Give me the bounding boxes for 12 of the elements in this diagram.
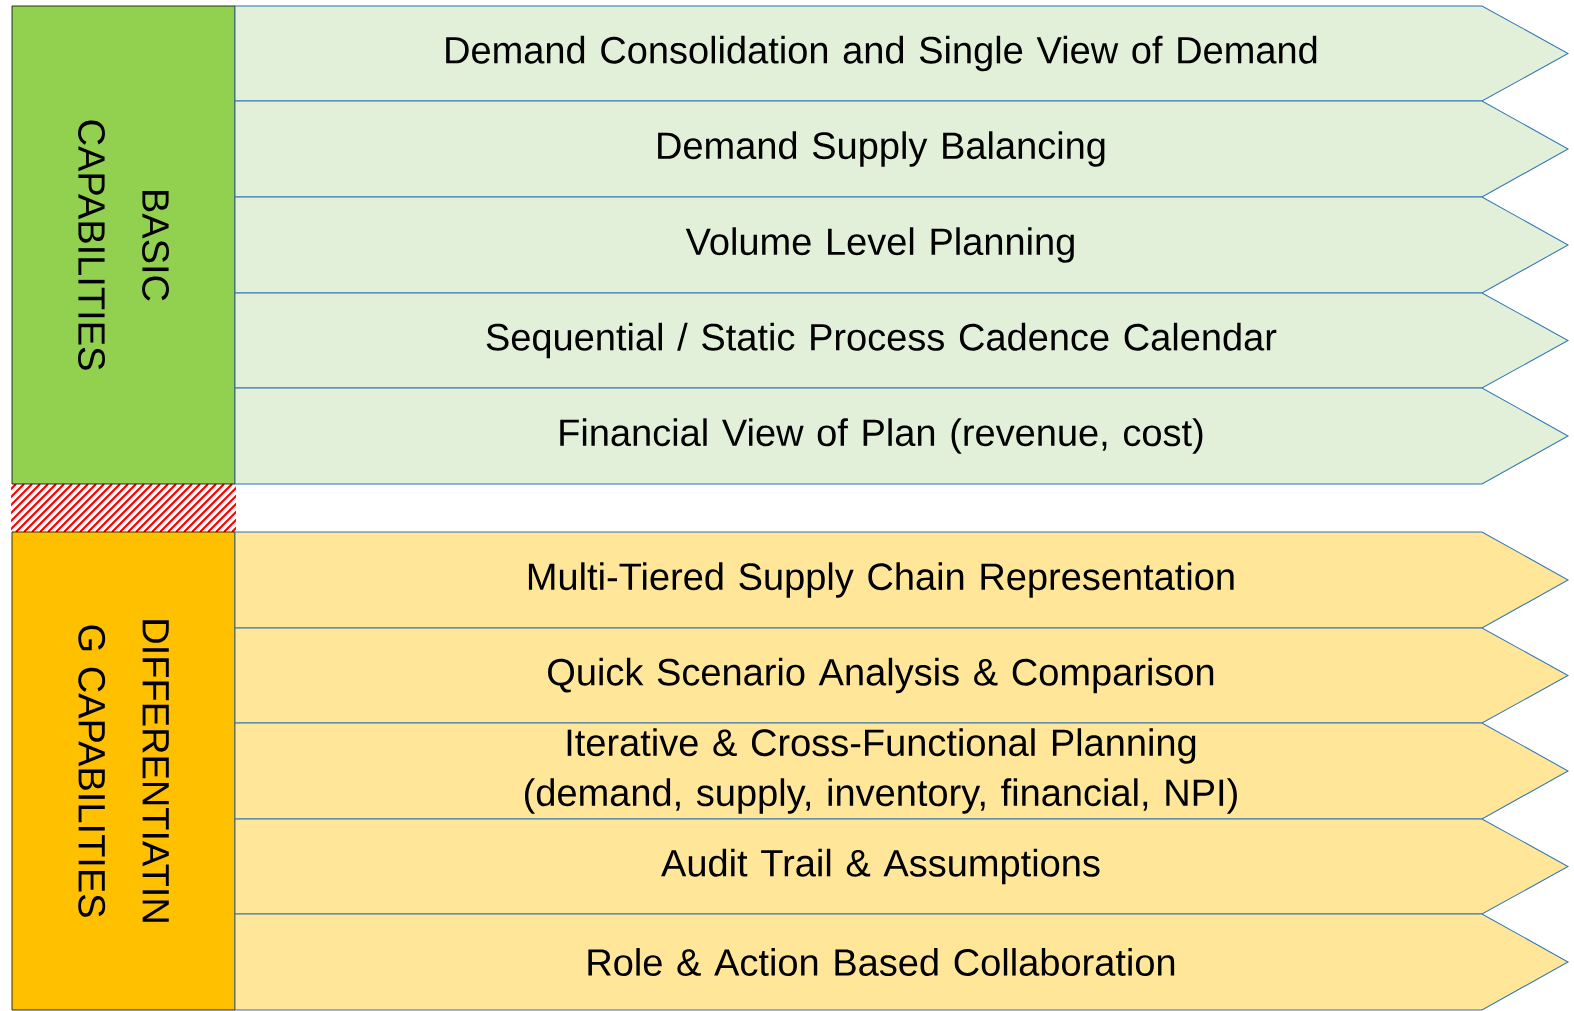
chevron-row: Sequential / Static Process Cadence Calendar — [234, 292, 1569, 389]
side-label-box: DIFFERENTIATIN G CAPABILITIES — [11, 531, 236, 1011]
chevron-row: Role & Action Based Collaboration — [234, 913, 1569, 1011]
side-label-box: BASIC CAPABILITIES — [11, 5, 236, 485]
chevron-row: Multi-Tiered Supply Chain Representation — [234, 531, 1569, 629]
chevron-row: Demand Consolidation and Single View of Demand — [234, 5, 1569, 102]
chevron-row: Iterative & Cross-Functional Planning (demand, supply, inventory, financial, NPI) — [234, 722, 1569, 820]
chevron-row: Audit Trail & Assumptions — [234, 818, 1569, 915]
chevron-row: Financial View of Plan (revenue, cost) — [234, 387, 1569, 485]
chevron-row: Demand Supply Balancing — [234, 100, 1569, 198]
chevron-row: Quick Scenario Analysis & Comparison — [234, 627, 1569, 724]
chevron-row: Volume Level Planning — [234, 196, 1569, 294]
